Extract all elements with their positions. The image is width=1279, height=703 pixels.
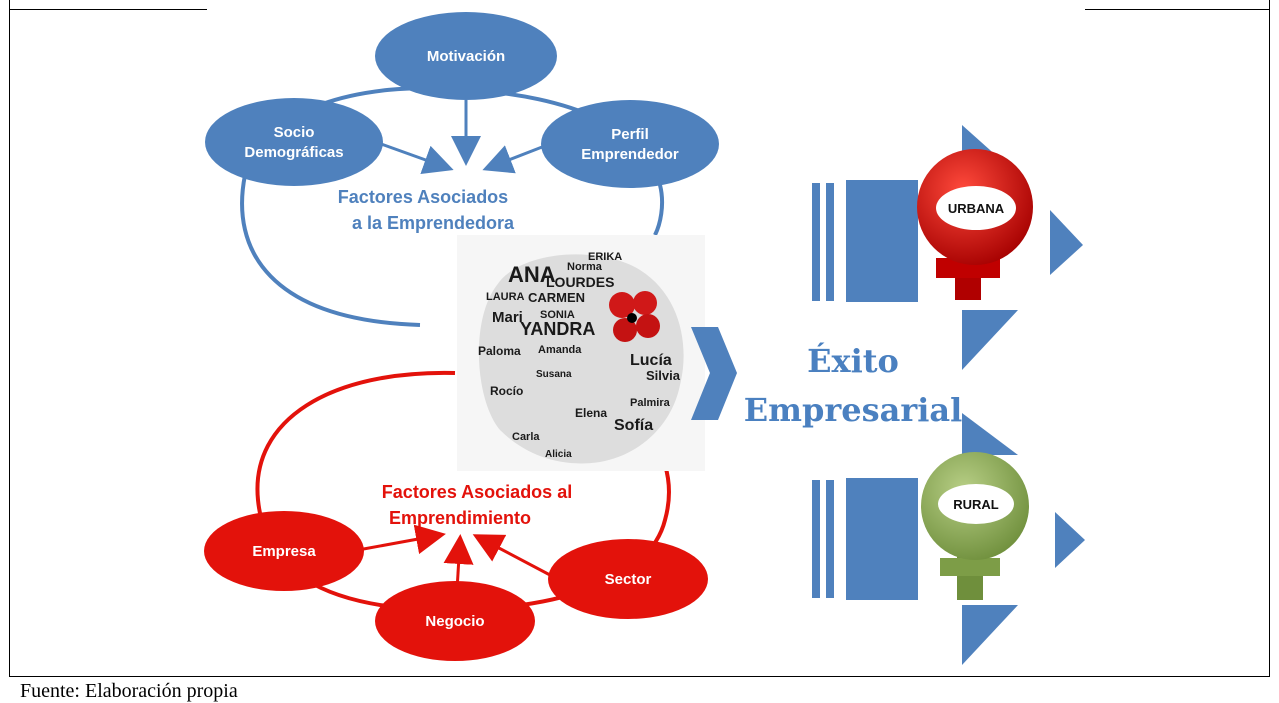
top-border-right <box>1085 9 1270 10</box>
portrait-word: Alicia <box>545 449 572 460</box>
portrait-word: Carla <box>512 431 540 443</box>
portrait-image: ANA LOURDES CARMEN SONIA YANDRA Mari LAU… <box>457 235 705 471</box>
perfil-node <box>541 100 719 188</box>
portrait-word: Norma <box>567 261 603 273</box>
arrow-empresa <box>357 524 446 555</box>
portrait-word: Mari <box>492 309 523 326</box>
poppy-flower <box>609 291 660 342</box>
arrow-sector <box>472 534 551 577</box>
portrait-word: LOURDES <box>546 274 614 290</box>
portrait-word: Elena <box>575 406 607 420</box>
portrait-word: LAURA <box>486 291 525 303</box>
portrait-word: SONIA <box>540 309 575 321</box>
exito-line-1: Éxito <box>807 342 899 380</box>
portrait-word: Palmira <box>630 397 671 409</box>
urban-badge-label: URBANA <box>948 201 1005 216</box>
negocio-label: Negocio <box>425 613 484 630</box>
empresa-label: Empresa <box>252 543 316 560</box>
portrait-word: Sofía <box>614 417 653 434</box>
portrait-word: ERIKA <box>588 251 622 263</box>
arrow-socio <box>369 138 454 175</box>
portrait-word: Susana <box>536 369 572 380</box>
sector-node <box>548 539 708 619</box>
motivation-label: Motivación <box>427 48 505 65</box>
woman-factors-title-1: Factores Asociados <box>338 187 508 207</box>
chevron-arrow-icon <box>691 327 737 420</box>
business-factors-cycle <box>255 370 671 613</box>
negocio-node <box>375 581 535 661</box>
female-symbol-red-icon <box>917 149 1033 300</box>
portrait-word: CARMEN <box>528 290 585 305</box>
motivation-node <box>375 12 557 100</box>
socio-node <box>205 98 383 186</box>
female-symbol-green-icon <box>921 452 1029 600</box>
rural-arrow <box>812 413 1085 665</box>
portrait-word: Amanda <box>538 344 582 356</box>
empresa-node <box>204 511 364 591</box>
portrait-word: Silvia <box>646 368 681 383</box>
socio-label-1: Socio <box>274 124 315 141</box>
portrait-word: Rocío <box>490 384 523 398</box>
sector-label: Sector <box>605 571 652 588</box>
top-border-left <box>9 9 207 10</box>
portrait-word: ANA <box>508 262 556 287</box>
perfil-label-1: Perfil <box>611 126 649 143</box>
source-caption: Fuente: Elaboración propia <box>20 680 238 702</box>
portrait-word: YANDRA <box>520 319 595 339</box>
portrait-word: Paloma <box>478 344 521 358</box>
perfil-label-2: Emprendedor <box>581 146 679 163</box>
business-factors-title-1: Factores Asociados al <box>382 482 572 502</box>
woman-factors-title-2: a la Emprendedora <box>352 213 515 233</box>
exito-line-2: Empresarial <box>744 391 963 429</box>
figure-frame <box>9 0 1270 677</box>
rural-badge-label: RURAL <box>953 497 999 512</box>
socio-label-2: Demográficas <box>244 144 343 161</box>
business-factors-title-2: Emprendimiento <box>389 508 531 528</box>
portrait-word: Lucía <box>630 352 672 369</box>
